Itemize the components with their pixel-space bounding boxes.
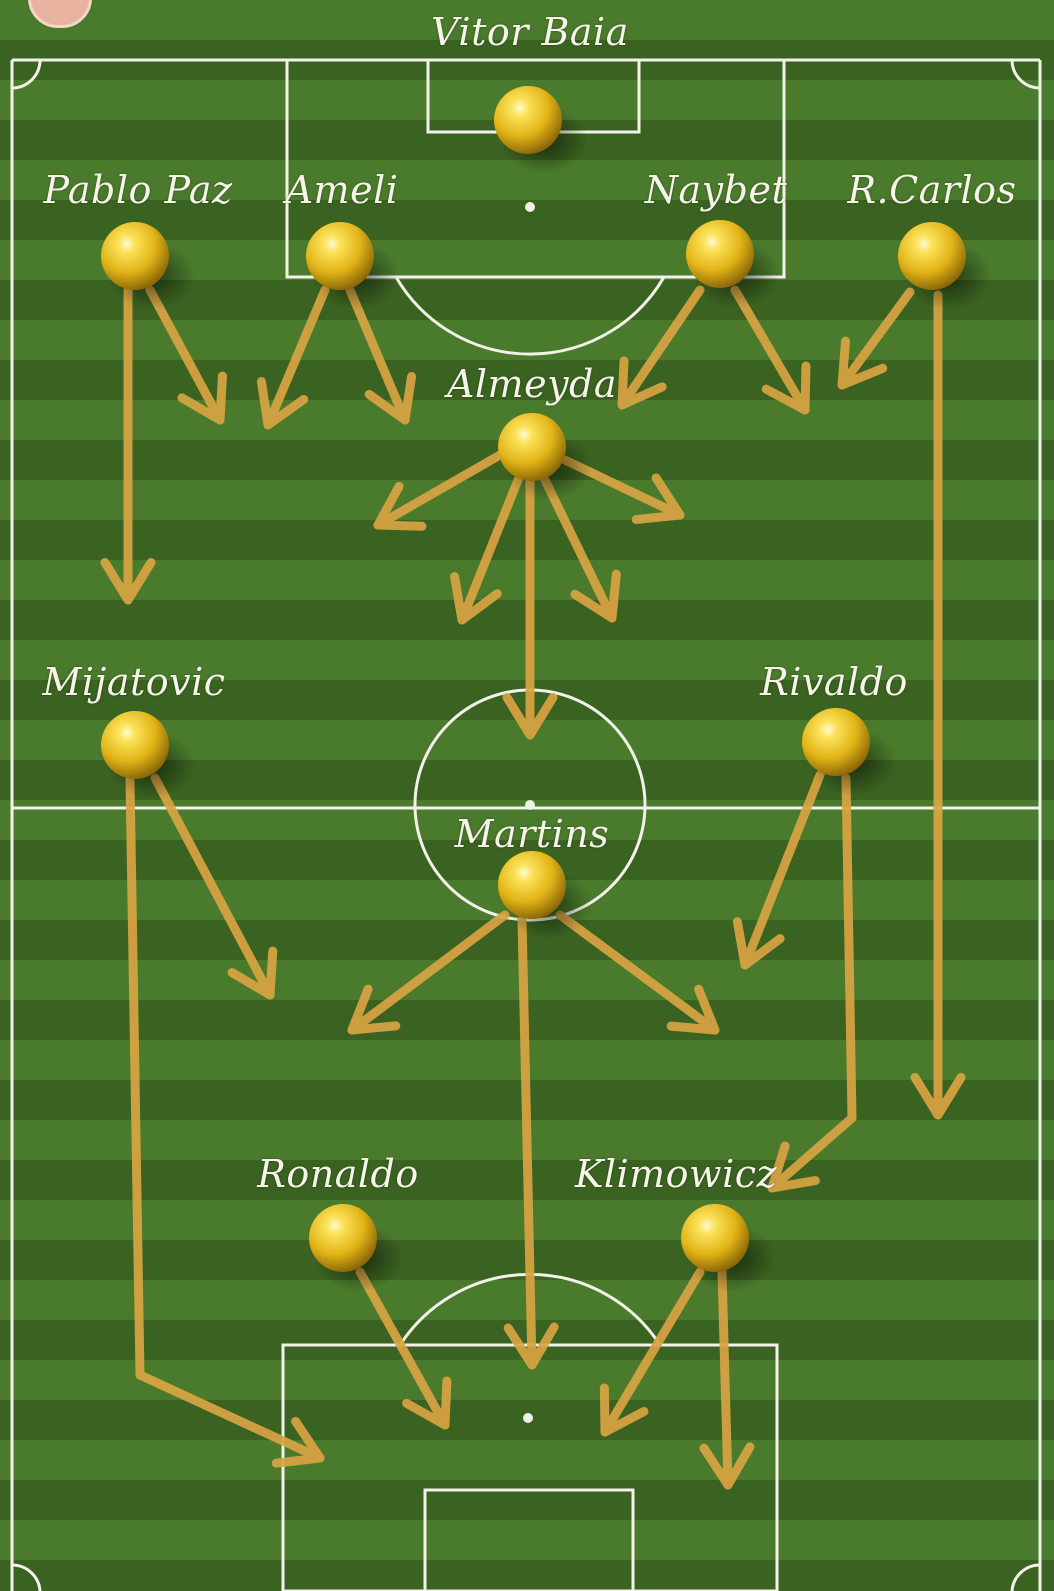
arrow-martins-17: [352, 915, 505, 1030]
player-name-almeyda: Almeyda: [447, 362, 617, 406]
arrow-ameli-2: [261, 290, 325, 425]
player-marker-mijatovic: [101, 711, 195, 799]
arrow-almeyda-8: [378, 455, 500, 526]
arrow-mijatovic-14: [130, 780, 320, 1463]
player-name-rivaldo: Rivaldo: [760, 660, 908, 704]
penalty-spot-bottom: [523, 1413, 533, 1423]
player-name-r-carlos: R.Carlos: [847, 168, 1016, 212]
arrow-almeyda-10: [455, 480, 518, 620]
player-name-martins: Martins: [455, 812, 610, 856]
arrow-naybet-4: [622, 290, 700, 405]
corner-arc-bottom-left: [12, 1565, 40, 1591]
arrow-rivaldo-15: [737, 775, 820, 965]
penalty-area-bottom: [283, 1345, 777, 1591]
corner-arc-bottom-right: [1012, 1565, 1040, 1591]
corner-arc-top-right: [1012, 60, 1040, 88]
player-name-ronaldo: Ronaldo: [257, 1152, 418, 1196]
player-marker-martins: [498, 851, 592, 939]
corner-arc-top-left: [12, 60, 40, 88]
arrow-r-carlos-6: [842, 292, 910, 385]
player-name-vitor-baia: Vitor Baia: [431, 10, 629, 54]
arrow-klimowicz-21: [604, 1272, 700, 1432]
player-name-klimowicz: Klimowicz: [575, 1152, 777, 1196]
penalty-arc-top: [396, 277, 664, 354]
arrow-r-carlos-7: [915, 295, 961, 1115]
arrow-martins-19: [508, 920, 554, 1365]
arrow-almeyda-11: [545, 480, 616, 618]
arrow-klimowicz-22: [704, 1272, 750, 1485]
player-marker-r-carlos: [898, 222, 992, 310]
player-name-mijatovic: Mijatovic: [42, 660, 225, 704]
player-marker-pablo-paz: [101, 222, 195, 310]
arrow-naybet-5: [735, 290, 806, 410]
center-spot: [525, 800, 535, 810]
arrow-mijatovic-13: [155, 778, 273, 995]
goal-area-bottom: [425, 1490, 633, 1591]
arrow-almeyda-12: [507, 482, 553, 735]
arrow-rivaldo-16: [772, 778, 852, 1188]
player-marker-vitor-baia: [494, 86, 588, 174]
arrow-pablo-paz-1: [150, 290, 222, 420]
player-name-naybet: Naybet: [645, 168, 787, 212]
arrow-ronaldo-20: [360, 1272, 447, 1425]
arrow-pablo-paz-0: [105, 290, 151, 600]
penalty-spot-top: [525, 202, 535, 212]
arrow-martins-18: [560, 915, 715, 1030]
player-name-ameli: Ameli: [286, 168, 399, 212]
player-marker-ronaldo: [309, 1204, 403, 1292]
player-name-pablo-paz: Pablo Paz: [44, 168, 233, 212]
